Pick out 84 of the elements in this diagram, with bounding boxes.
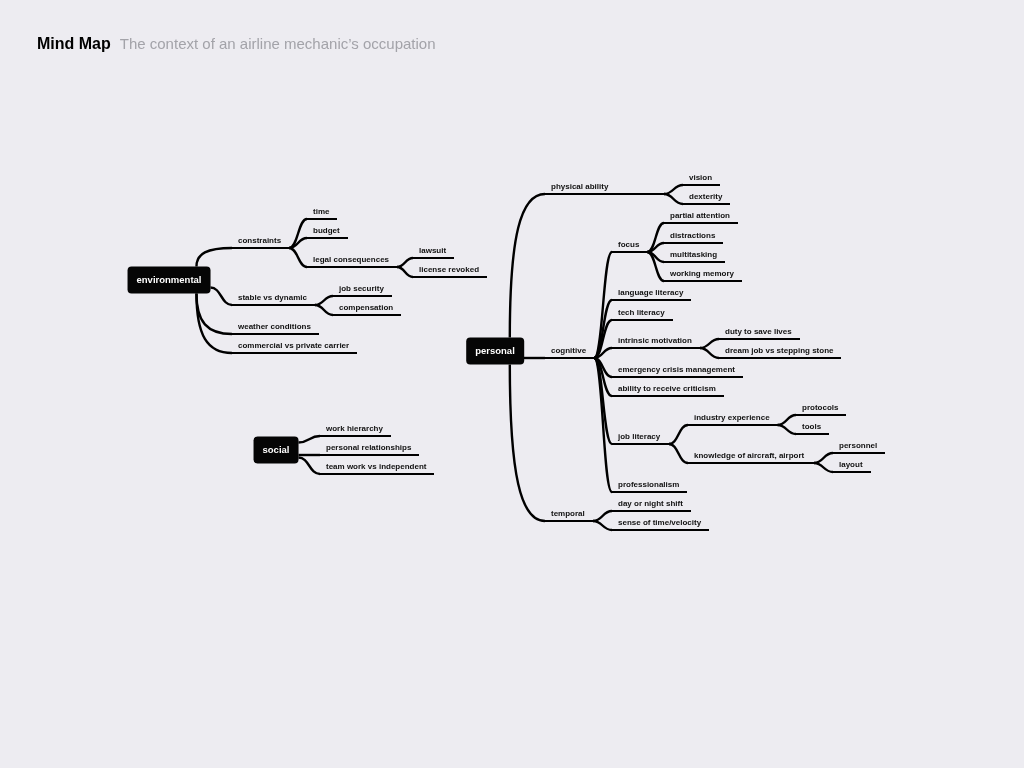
branch-label: day or night shift [612,499,691,512]
branch-label: language literacy [612,288,692,301]
branch-label: budget [307,226,348,239]
diagram-title: Mind Map [37,34,111,54]
branch-connector [668,423,689,446]
branch-label: intrinsic motivation [612,336,700,349]
branch-label: temporal [545,509,593,522]
branch-connector [298,434,321,444]
branch-label: multitasking [664,250,726,263]
branch-label: tools [796,422,830,435]
branch-label: constraints [232,236,290,249]
branch-connector [210,286,233,307]
branch-label: emergency crisis management [612,365,743,378]
branch-connector [592,519,613,532]
branch-connector [647,250,665,264]
branch-label: job security [333,284,392,297]
branch-label: distractions [664,231,724,244]
branch-label: focus [612,240,648,253]
branch-label: cognitive [545,346,595,359]
branch-connector [668,442,689,465]
branch-label: ability to receive criticism [612,384,724,397]
branch-label: compensation [333,303,402,316]
branch-connector [288,246,308,269]
branch-label: knowledge of aircraft, airport [688,451,814,464]
branch-label: industry experience [688,413,778,426]
branch-connector [647,241,665,254]
branch-connector [813,451,834,465]
branch-label: sense of time/velocity [612,518,710,531]
branch-connector [593,357,613,493]
branch-connector [813,461,834,474]
branch-label: job literacy [612,432,669,445]
branch-label: team work vs independent [320,462,435,475]
branch-label: physical ability [545,182,664,195]
branch-connector [195,293,233,355]
branch-connector [288,236,308,250]
branch-connector [593,318,613,360]
topic-box: social [253,436,299,464]
branch-connector [646,221,665,254]
branch-connector [663,183,684,196]
branch-label: personnel [833,441,886,454]
branch-connector [777,413,797,427]
branch-connector [592,509,613,523]
branch-connector [777,423,797,436]
branch-connector [508,364,546,523]
branch-label: dexterity [683,192,731,205]
branch-connector [523,356,545,360]
branch-label: lawsuit [413,246,455,259]
branch-label: working memory [664,269,742,282]
topic-box: environmental [127,266,211,294]
branch-connector [314,303,334,317]
branch-connector [593,346,613,360]
branch-label: layout [833,460,871,473]
branch-connector [593,357,613,445]
diagram-subtitle: The context of an airline mechanic’s occupation [119,34,436,54]
branch-label: stable vs dynamic [232,293,315,306]
branch-connector [699,346,720,360]
branch-label: protocols [796,403,847,416]
branch-label: license revoked [413,265,488,278]
branch-label: personal relationships [320,443,420,456]
branch-connector [593,356,613,379]
branch-connector [699,337,720,350]
branch-connector [396,256,414,269]
branch-connector [593,251,613,359]
branch-label: duty to save lives [719,327,800,340]
branch-connector [646,250,665,283]
branch-label: dream job vs stepping stone [719,346,842,359]
branch-connector [508,192,546,338]
branch-label: time [307,207,338,220]
branch-label: professionalism [612,480,688,493]
topic-box: personal [466,337,524,365]
branch-connector [396,265,414,279]
branch-label: work hierarchy [320,424,391,437]
branch-connector [298,456,321,476]
branch-connector [314,294,334,307]
branch-label: commercial vs private carrier [232,341,358,354]
branch-label: vision [683,173,721,186]
branch-connector [195,246,233,267]
branch-label: legal consequences [307,255,398,268]
branch-label: weather conditions [232,322,319,335]
branch-label: partial attention [664,211,738,224]
branch-connector [288,217,308,250]
branch-connector [298,453,320,457]
branch-connector [663,192,684,206]
branch-label: tech literacy [612,308,673,321]
